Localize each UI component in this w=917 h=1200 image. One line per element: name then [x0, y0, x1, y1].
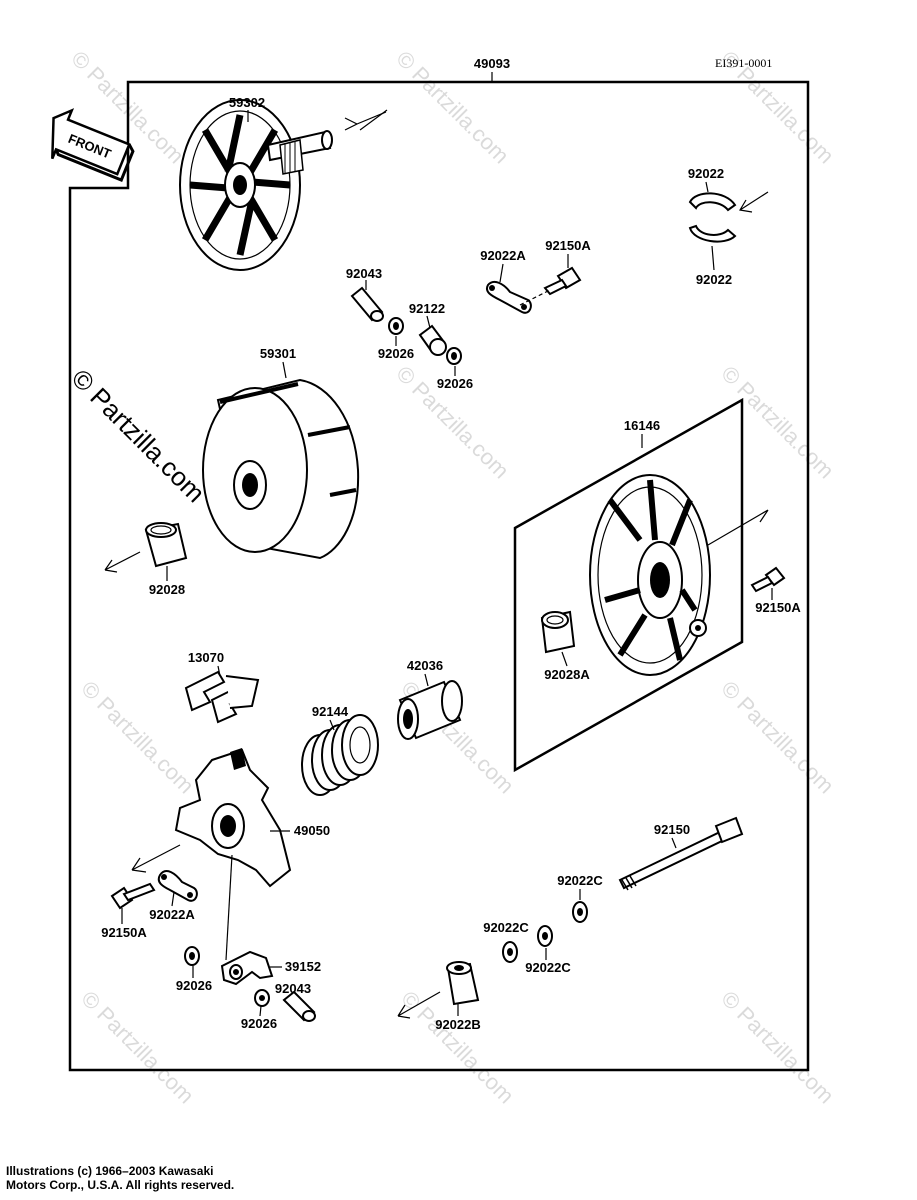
bolt-92150A-top — [543, 266, 582, 296]
label-92022C-b: 92022C — [483, 920, 529, 935]
label-49050: 49050 — [294, 823, 330, 838]
arrow-59302-line — [359, 109, 388, 131]
label-16146: 16146 — [624, 418, 660, 433]
label-92043-top: 92043 — [346, 266, 382, 281]
leader-92028A — [561, 651, 568, 667]
watermark-9: © Partzilla.com — [76, 986, 199, 1109]
arrow-92150A-top — [519, 289, 551, 306]
label-92150: 92150 — [654, 822, 690, 837]
leader-92122 — [426, 315, 431, 329]
leader-92026-d — [259, 1005, 262, 1017]
front-arrow: FRONT — [51, 108, 135, 182]
label-92150A-right: 92150A — [755, 600, 801, 615]
label-92022C-c: 92022C — [525, 960, 571, 975]
label-92028A: 92028A — [544, 667, 590, 682]
copyright-line-1: Illustrations (c) 1966–2003 Kawasaki — [6, 1164, 214, 1178]
leader-92022-top — [705, 181, 709, 193]
cam-49050 — [174, 748, 292, 888]
spring-92144 — [301, 714, 379, 796]
movable-sheave-59301 — [202, 378, 360, 560]
washer-92026-a — [388, 317, 404, 335]
assembly-label: 49093 — [474, 56, 510, 71]
label-39152: 39152 — [285, 959, 321, 974]
washer-92022C-b — [502, 941, 518, 963]
label-92026-b: 92026 — [437, 376, 473, 391]
copyright-line-2: Motors Corp., U.S.A. All rights reserved… — [6, 1178, 235, 1192]
arrow-16146 — [707, 509, 769, 546]
watermark-large: © Partzilla.com — [66, 363, 211, 508]
label-42036: 42036 — [407, 658, 443, 673]
watermark-8: © Partzilla.com — [716, 676, 839, 799]
label-13070: 13070 — [188, 650, 224, 665]
bolt-92150A-right — [750, 566, 786, 593]
stopper-92022A-left — [157, 870, 198, 902]
leader-92022-bottom — [711, 245, 715, 271]
label-92022A-top: 92022A — [480, 248, 526, 263]
watermark-5: © Partzilla.com — [716, 361, 839, 484]
washer-92026-c — [184, 946, 200, 966]
label-92022-bottom: 92022 — [696, 272, 732, 287]
bushing-92028A — [540, 610, 576, 654]
label-92022-top: 92022 — [688, 166, 724, 181]
label-92028: 92028 — [149, 582, 185, 597]
label-92022A-left: 92022A — [149, 907, 195, 922]
bushing-42036 — [397, 680, 463, 740]
label-92122: 92122 — [409, 301, 445, 316]
leader-59301 — [282, 361, 287, 379]
label-59301: 59301 — [260, 346, 296, 361]
leader-92150 — [671, 837, 677, 849]
leader-92144 — [329, 719, 335, 731]
shoe-13070 — [184, 670, 260, 724]
copyright-notice: Illustrations (c) 1966–2003 Kawasaki Mot… — [6, 1164, 234, 1192]
watermark-11: © Partzilla.com — [716, 986, 839, 1109]
label-92026-a: 92026 — [378, 346, 414, 361]
label-59302: 59302 — [229, 95, 265, 110]
arrow-92028 — [104, 551, 141, 573]
washer-92022C-c — [537, 925, 553, 947]
label-92022C-a: 92022C — [557, 873, 603, 888]
ring-92022-bottom — [688, 224, 737, 243]
fixed-sheave-59302 — [179, 99, 333, 271]
washer-92022C-a — [572, 901, 588, 923]
leader-92022A-left — [171, 891, 175, 907]
pin-92043-top — [350, 286, 384, 322]
cover-assembly-outline — [513, 397, 744, 773]
stopper-92022A-top — [486, 281, 532, 314]
label-92150A-left: 92150A — [101, 925, 147, 940]
label-92150A-top: 92150A — [545, 238, 591, 253]
arrow-92022B — [397, 991, 441, 1019]
leader-39152-connector — [225, 854, 233, 961]
arrow-49050 — [131, 844, 181, 873]
bushing-92028 — [144, 522, 188, 568]
cover-16146 — [589, 474, 711, 676]
label-92144: 92144 — [312, 704, 349, 719]
label-92026-d: 92026 — [241, 1016, 277, 1031]
label-92022B: 92022B — [435, 1017, 481, 1032]
watermark-6: © Partzilla.com — [76, 676, 199, 799]
weight-39152 — [220, 950, 274, 986]
leader-42036 — [424, 673, 429, 687]
washer-92026-d — [254, 989, 270, 1007]
bolt-92150 — [618, 816, 744, 891]
assembly-outline — [68, 80, 810, 1072]
label-92043-bottom: 92043 — [275, 981, 311, 996]
roller-92022B — [446, 961, 480, 1006]
label-92026-c: 92026 — [176, 978, 212, 993]
arrow-92022 — [739, 191, 769, 213]
leader-92022A-top — [499, 263, 504, 283]
leader-13070 — [217, 665, 221, 677]
washer-92026-b — [446, 347, 462, 365]
diagram-code: EI391-0001 — [715, 56, 772, 70]
roller-92122 — [418, 324, 447, 356]
pin-92043-bottom — [282, 990, 316, 1022]
bolt-92150A-left — [110, 882, 156, 910]
ring-92022-top — [688, 192, 737, 212]
